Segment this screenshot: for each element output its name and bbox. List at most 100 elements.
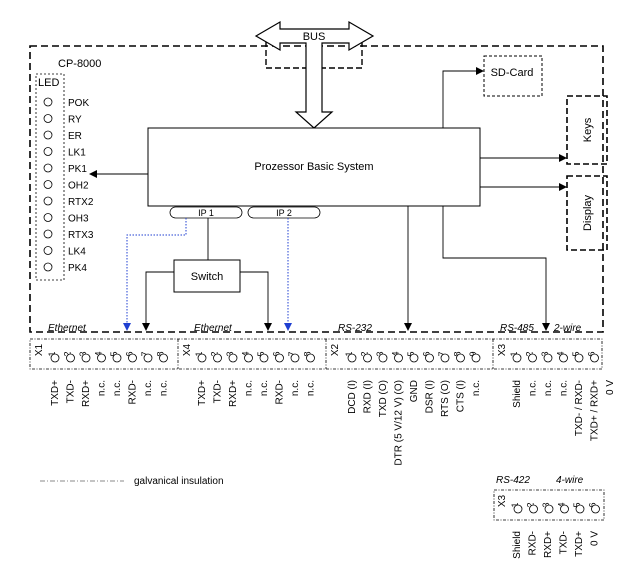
sd-card-label: SD-Card (491, 67, 534, 79)
signal-label: RXD+ (543, 531, 554, 558)
signal-label: TXD- / RXD- (574, 380, 585, 436)
pin-terminal (544, 504, 554, 514)
section-rs422-wire: 4-wire (556, 475, 584, 486)
led-label: PK4 (68, 263, 87, 274)
signal-label: n.c. (559, 380, 570, 396)
connector-label: X2 (330, 343, 341, 356)
connector-label: X1 (34, 343, 45, 356)
connector-dividers (177, 339, 494, 369)
pin-terminal (591, 504, 600, 514)
keys-label: Keys (582, 117, 594, 142)
connection-lines (89, 67, 567, 331)
signal-label: RXD+ (228, 380, 239, 407)
pin-terminal (456, 353, 465, 363)
signal-label: 0 V (605, 380, 616, 395)
pin-terminal (512, 353, 522, 363)
pin-terminal (244, 353, 253, 363)
signal-label: TXD+ / RXD+ (590, 380, 601, 441)
connector-label: X3 (497, 494, 508, 507)
pin-number: 6 (422, 351, 432, 356)
pin-number: 4 (94, 351, 104, 356)
signal-label: RXD- (128, 380, 139, 404)
signal-label: Shield (512, 380, 523, 408)
pin-number: 8 (156, 351, 166, 356)
led-indicator (43, 196, 53, 206)
pin-number: 5 (572, 502, 582, 507)
signal-label: n.c. (159, 380, 170, 396)
signal-label: DSR (I) (425, 380, 436, 413)
pin-number: 2 (526, 502, 536, 507)
pin-number: 2 (360, 351, 370, 356)
led-indicator (43, 180, 53, 189)
signal-label: n.c. (143, 380, 154, 396)
pin-terminal (112, 353, 122, 363)
pin-number: 3 (540, 351, 550, 356)
pin-terminal (440, 353, 450, 363)
signal-label: n.c. (306, 380, 317, 396)
signal-label: n.c. (259, 380, 270, 396)
pin-number: 1 (47, 351, 57, 356)
connector-label: X3 (497, 343, 508, 356)
signal-label: TXD+ (50, 380, 61, 406)
pin-terminal (513, 504, 523, 514)
led-indicator (43, 246, 53, 255)
pin-terminal (409, 353, 419, 363)
signal-label: DTR (5 V/12 V) (O) (394, 380, 405, 466)
pin-number: 8 (303, 351, 313, 356)
ip1-pill (169, 206, 243, 219)
pin-number: 5 (256, 351, 266, 356)
led-indicator (43, 229, 53, 239)
signal-label: GND (409, 380, 420, 402)
led-label: LK1 (68, 148, 86, 159)
signal-label: TXD+ (197, 380, 208, 406)
led-indicator (43, 130, 53, 140)
ip1-label: IP 1 (198, 208, 214, 218)
signal-label: TXD- (559, 531, 570, 554)
processor-box (147, 127, 481, 207)
ip2-label: IP 2 (276, 208, 292, 218)
pin-number: 4 (241, 351, 251, 356)
pin-number: 3 (375, 351, 385, 356)
led-indicator (43, 97, 53, 107)
signal-label: Shield (512, 531, 523, 559)
pin-terminal (275, 353, 284, 363)
pin-terminal (259, 353, 269, 363)
signal-label: RXD- (528, 531, 539, 555)
signal-label: RXD- (275, 380, 286, 404)
pin-number: 3 (78, 351, 88, 356)
pin-number: 4 (557, 502, 567, 507)
pin-terminal (575, 504, 585, 514)
sd-card-box (483, 55, 543, 97)
signal-label: n.c. (528, 380, 539, 396)
pin-number: 5 (406, 351, 416, 356)
led-label: RTX2 (68, 197, 94, 208)
pin-number: 4 (556, 351, 566, 356)
signal-label: n.c. (471, 380, 482, 396)
pin-terminal (378, 353, 388, 363)
signal-label: DCD (I) (347, 380, 358, 414)
pin-terminal (347, 353, 357, 363)
switch-box (173, 259, 241, 293)
pin-terminal (306, 353, 315, 363)
pin-terminal (529, 504, 538, 514)
led-indicator (43, 213, 53, 222)
pin-number: 1 (344, 351, 354, 356)
pin-terminal (528, 353, 537, 363)
display-label: Display (582, 194, 594, 231)
led-panel (35, 73, 65, 281)
pin-terminal (197, 353, 207, 363)
pin-number: 2 (63, 351, 73, 356)
section-rs232: RS-232 (338, 323, 372, 334)
led-label: RTX3 (68, 230, 94, 241)
ip-dotted-links (123, 218, 292, 331)
pin-terminal (560, 504, 569, 514)
signal-label: TXD (O) (378, 380, 389, 417)
pin-number: 5 (109, 351, 119, 356)
signal-label: RXD (I) (363, 380, 374, 413)
led-title: LED (38, 77, 59, 89)
signal-label: RXD+ (81, 380, 92, 407)
